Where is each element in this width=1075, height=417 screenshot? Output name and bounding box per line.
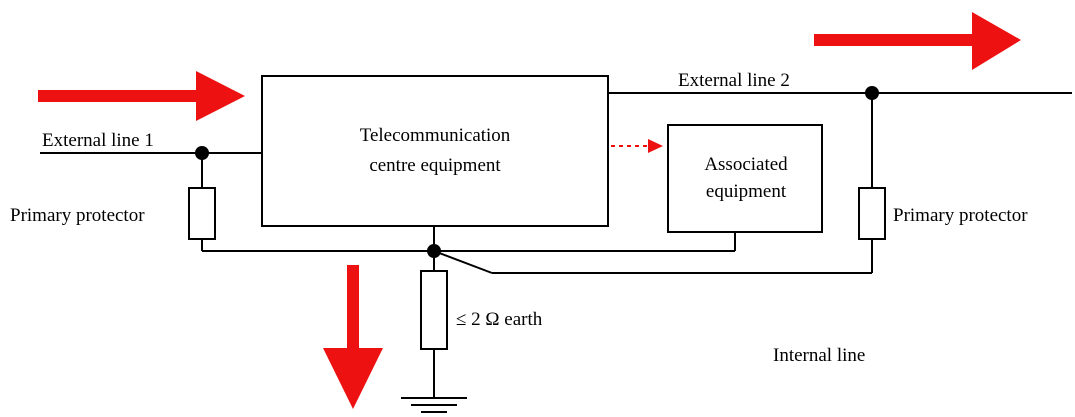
primary-protector-left <box>188 187 216 240</box>
earth-surge-arrow <box>323 265 383 409</box>
label-primary-protector-right: Primary protector <box>893 205 1028 226</box>
label-associated-2: equipment <box>706 181 787 202</box>
label-telecom-2: centre equipment <box>369 155 501 176</box>
wiring <box>40 92 1072 398</box>
label-external-line-2: External line 2 <box>678 70 790 91</box>
label-external-line-1: External line 1 <box>42 130 154 151</box>
dotted-flow-arrow <box>611 139 663 153</box>
label-primary-protector-left: Primary protector <box>10 205 145 226</box>
label-telecom-1: Telecommunication <box>360 125 511 146</box>
incoming-surge-arrow <box>38 71 245 121</box>
junction-node-line1 <box>195 146 209 160</box>
outgoing-surge-arrow <box>814 12 1021 70</box>
junction-node-line2 <box>865 86 879 100</box>
primary-protector-right <box>858 187 886 240</box>
ground-symbol <box>401 397 467 413</box>
label-associated-1: Associated <box>704 154 788 175</box>
earth-resistor <box>420 270 448 350</box>
associated-equipment-box <box>667 124 823 233</box>
label-earth: ≤ 2 Ω earth <box>456 309 543 330</box>
label-internal-line: Internal line <box>773 345 865 366</box>
telecom-centre-equipment-box <box>261 75 609 227</box>
junction-node-earth <box>427 244 441 258</box>
